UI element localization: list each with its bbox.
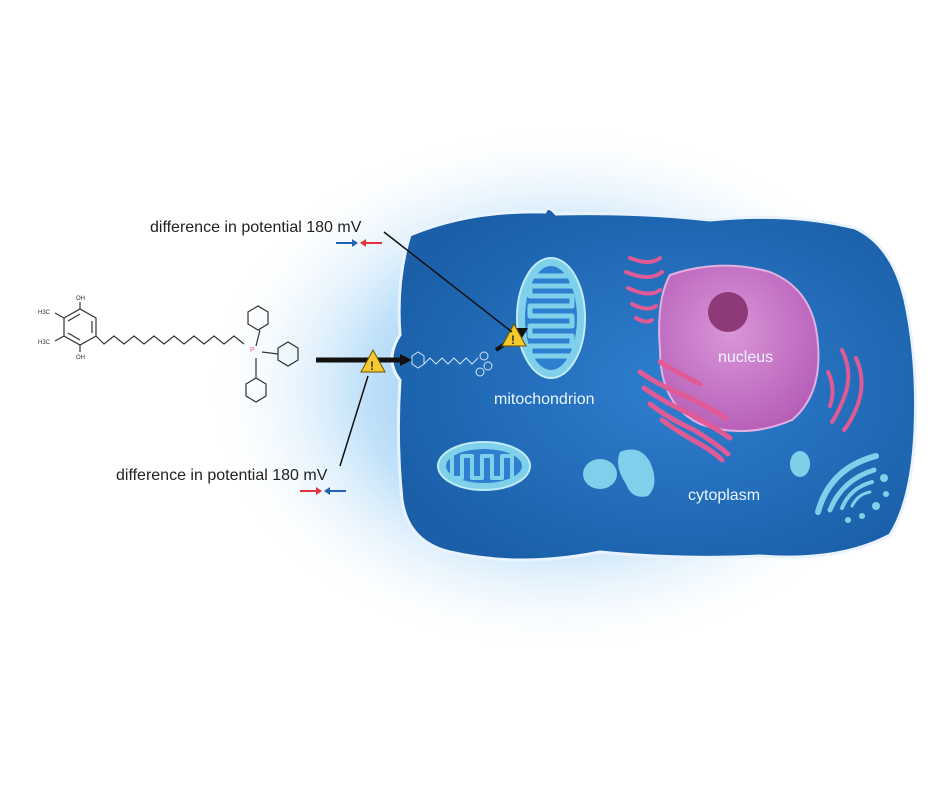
endoplasmic-reticulum-right xyxy=(826,348,864,432)
atom-h3c-1: H3C xyxy=(38,310,51,316)
potential-arrows-top xyxy=(336,239,382,247)
molecule-atom-labels: OH H3C H3C OH P xyxy=(38,296,255,361)
mitochondrion-large xyxy=(516,257,586,379)
warning-icon: ! xyxy=(501,322,527,347)
mitoq-molecule-small xyxy=(411,351,493,377)
nucleolus xyxy=(708,292,748,332)
entry-arrow xyxy=(316,354,412,366)
vesicles xyxy=(583,449,810,497)
atom-oh-bottom: OH xyxy=(76,355,85,361)
warning-icon: ! xyxy=(360,348,386,373)
nucleus xyxy=(658,264,820,433)
arrow-left-icon xyxy=(324,487,346,495)
golgi-apparatus xyxy=(815,453,879,515)
potential-label-bottom: difference in potential 180 mV xyxy=(116,467,328,484)
leader-line-top xyxy=(383,231,513,333)
endoplasmic-reticulum-top xyxy=(624,256,664,324)
arrow-left-icon xyxy=(360,239,382,247)
atom-p: P xyxy=(250,347,255,354)
atom-oh-top: OH xyxy=(76,296,85,302)
mitochondrion-small xyxy=(437,441,531,491)
potential-label-top: difference in potential 180 mV xyxy=(150,219,362,236)
endoplasmic-reticulum-left xyxy=(637,359,733,463)
mitoq-molecule xyxy=(54,302,299,403)
cytoplasm-label: cytoplasm xyxy=(688,487,760,504)
nucleus-label: nucleus xyxy=(718,349,773,366)
arrow-right-icon xyxy=(336,239,358,247)
golgi-dots xyxy=(845,474,889,523)
leader-line-bottom xyxy=(339,375,369,467)
arrow-right-icon xyxy=(300,487,322,495)
svg-text:!: ! xyxy=(370,359,374,373)
atom-h3c-2: H3C xyxy=(38,340,51,346)
svg-text:!: ! xyxy=(511,333,515,347)
potential-arrows-bottom xyxy=(300,487,346,495)
mitochondrion-label: mitochondrion xyxy=(494,391,595,408)
